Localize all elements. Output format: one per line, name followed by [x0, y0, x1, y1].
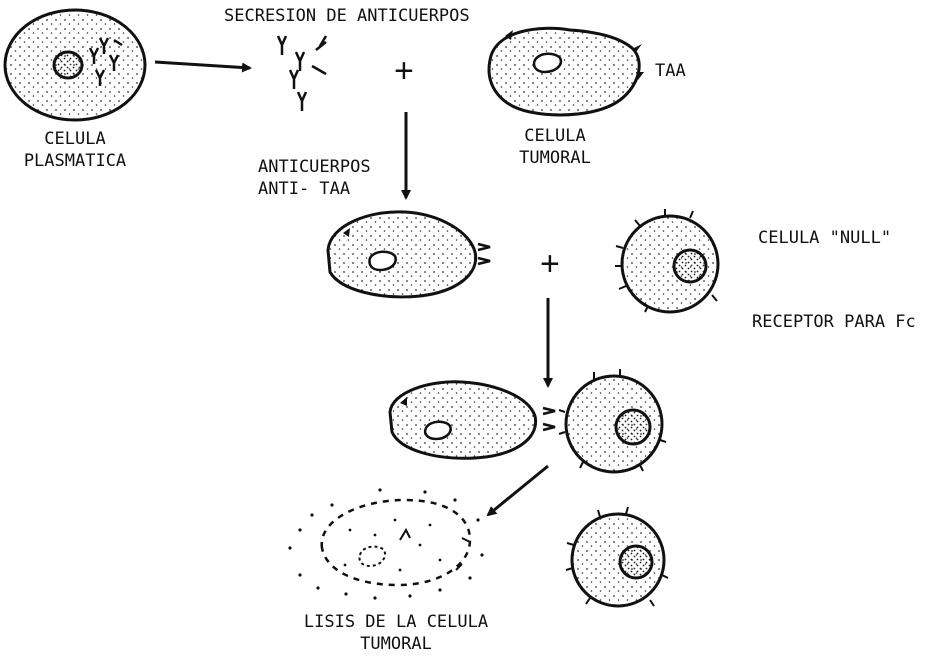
antibodies-label-line2: ANTI- TAA [258, 179, 350, 199]
plus-sign-1: + [394, 52, 414, 90]
arrow-secretion [155, 62, 250, 68]
null-cell [615, 209, 718, 312]
tumor-cell-nucleus [369, 252, 395, 270]
plasma-cell [5, 10, 145, 120]
plasma-cell-nucleus [54, 52, 82, 78]
arrow-lysis [488, 466, 548, 515]
bound-tumor-cell [390, 382, 555, 458]
null-cell-nucleus [620, 546, 652, 578]
tumor-cell-label-line2: TUMORAL [500, 148, 610, 168]
opsonized-tumor-cell [328, 212, 490, 297]
tumor-cell-nucleus [534, 54, 561, 72]
lysed-tumor-cell [288, 488, 483, 599]
null-cell-label: CELULA "NULL" [758, 228, 891, 248]
antibodies-label-line1: ANTICUERPOS [258, 157, 371, 177]
plus-sign-2: + [540, 245, 560, 283]
tumor-cell-nucleus [425, 422, 451, 439]
null-cell-nucleus [616, 410, 650, 444]
lysis-label-line2: TUMORAL [268, 634, 524, 654]
plasma-cell-label-line2: PLASMATICA [8, 151, 142, 171]
bound-antibodies [478, 244, 490, 264]
fc-receptor-label: RECEPTOR PARA Fc [752, 312, 916, 332]
free-null-cell [566, 507, 668, 606]
secretion-label: SECRESION DE ANTICUERPOS [224, 6, 470, 26]
free-antibodies [278, 36, 326, 111]
bound-antibodies [543, 408, 555, 430]
cell-debris [288, 488, 483, 599]
plasma-cell-label-line1: CELULA [20, 129, 130, 149]
tumor-cell-label-line1: CELULA [500, 126, 610, 146]
tumor-cell [489, 28, 644, 115]
lysis-label-line1: LISIS DE LA CELULA [268, 612, 524, 632]
null-cell-nucleus [674, 250, 706, 282]
taa-label: TAA [655, 61, 686, 81]
bound-null-cell [559, 369, 666, 472]
